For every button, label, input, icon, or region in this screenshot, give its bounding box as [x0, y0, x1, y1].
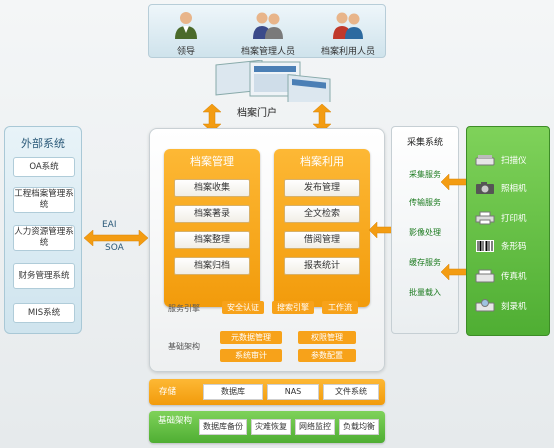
- base-infrastructure-bar: 基础架构 数据库备份 灾难恢复 网络监控 负载均衡: [149, 411, 385, 443]
- people-icon: [333, 12, 363, 39]
- device-label: 照相机: [501, 184, 527, 194]
- collect-item: 批量载入: [409, 288, 441, 297]
- collect-item: 缓存服务: [409, 258, 441, 267]
- arch-tag: 系统审计: [220, 349, 282, 362]
- service-tag: 搜索引擎: [272, 301, 314, 314]
- device-burner: 刻录机: [475, 297, 527, 315]
- double-arrow-icon: [441, 264, 477, 280]
- external-systems-panel: 外部系统 OA系统 工程档案管理系统 人力资源管理系统 财务管理系统 MIS系统: [4, 126, 82, 334]
- panel-title: 外部系统: [21, 137, 65, 150]
- barcode-icon: [476, 240, 494, 252]
- arch-tag: 元数据管理: [220, 331, 282, 344]
- device-barcode: 条形码: [475, 237, 527, 255]
- archive-management-box: 档案管理 档案收集 档案著录 档案整理 档案归档: [164, 149, 260, 307]
- bar-label: 存储: [159, 387, 177, 397]
- soa-label: SOA: [105, 243, 124, 253]
- double-arrow-icon: [369, 222, 403, 238]
- users-panel: 领导 档案管理人员 档案利用人员: [148, 4, 386, 58]
- module-item: 档案整理: [174, 231, 250, 249]
- device-fax: 传真机: [475, 267, 527, 285]
- module-item: 全文检索: [284, 205, 360, 223]
- camera-icon: [476, 182, 494, 194]
- external-system-item: 财务管理系统: [13, 263, 75, 289]
- collect-item: 采集服务: [409, 170, 441, 179]
- user-archive-manager: 档案管理人员: [233, 9, 303, 57]
- module-item: 借阅管理: [284, 231, 360, 249]
- device-printer: 打印机: [475, 209, 527, 227]
- arch-tag: 参数配置: [298, 349, 356, 362]
- storage-item: 文件系统: [323, 384, 379, 400]
- device-scanner: 扫描仪: [475, 151, 527, 169]
- base-item: 灾难恢复: [251, 419, 291, 435]
- user-label: 档案管理人员: [240, 47, 295, 57]
- device-label: 打印机: [501, 214, 527, 224]
- archive-core-panel: 档案管理 档案收集 档案著录 档案整理 档案归档 档案利用 发布管理 全文检索 …: [149, 128, 385, 372]
- device-label: 扫描仪: [501, 156, 527, 166]
- double-arrow-icon: [312, 104, 332, 132]
- storage-bar: 存储 数据库 NAS 文件系统: [149, 379, 385, 405]
- base-arch-label: 基础架构: [168, 342, 200, 351]
- base-item: 网络监控: [295, 419, 335, 435]
- scanner-icon: [475, 155, 495, 166]
- service-tag: 工作流: [322, 301, 358, 314]
- eai-label: EAI: [102, 220, 117, 230]
- double-arrow-icon: [202, 104, 222, 132]
- portal-label: 档案门户: [237, 108, 277, 119]
- panel-title: 采集系统: [406, 138, 443, 148]
- user-label: 领导: [176, 47, 195, 57]
- external-system-item: 工程档案管理系统: [13, 187, 75, 213]
- archive-use-box: 档案利用 发布管理 全文检索 借阅管理 报表统计: [274, 149, 370, 307]
- external-system-item: 人力资源管理系统: [13, 225, 75, 251]
- people-icon: [253, 12, 283, 39]
- storage-item: 数据库: [203, 384, 263, 400]
- external-system-item: OA系统: [13, 157, 75, 177]
- collection-system-panel: 采集系统 采集服务 传输服务 影像处理 缓存服务 批量载入: [391, 126, 459, 334]
- device-label: 条形码: [501, 242, 527, 252]
- module-item: 档案著录: [174, 205, 250, 223]
- fax-icon: [475, 269, 495, 283]
- module-item: 档案收集: [174, 179, 250, 197]
- device-label: 刻录机: [501, 302, 527, 312]
- disc-burner-icon: [475, 299, 495, 312]
- external-system-item: MIS系统: [13, 303, 75, 323]
- box-title: 档案管理: [190, 155, 234, 168]
- service-tag: 安全认证: [222, 301, 264, 314]
- arch-tag: 权限管理: [298, 331, 356, 344]
- bar-label: 基础架构: [157, 416, 192, 426]
- device-label: 传真机: [501, 272, 527, 282]
- printer-icon: [475, 211, 495, 225]
- portal-screens-icon: [215, 60, 331, 102]
- module-item: 报表统计: [284, 257, 360, 275]
- base-item: 负载均衡: [339, 419, 379, 435]
- double-arrow-icon: [84, 230, 148, 246]
- collect-item: 影像处理: [409, 228, 441, 237]
- collect-item: 传输服务: [409, 198, 441, 207]
- storage-item: NAS: [267, 384, 319, 400]
- module-item: 发布管理: [284, 179, 360, 197]
- person-icon: [175, 12, 197, 39]
- module-item: 档案归档: [174, 257, 250, 275]
- devices-panel: 扫描仪 照相机 打印机 条形码 传真机 刻录机: [466, 126, 550, 336]
- double-arrow-icon: [441, 174, 477, 190]
- user-archive-user: 档案利用人员: [313, 9, 383, 57]
- user-leader: 领导: [151, 9, 221, 57]
- device-camera: 照相机: [475, 179, 527, 197]
- user-label: 档案利用人员: [320, 47, 375, 57]
- service-engine-label: 服务引擎: [168, 304, 200, 313]
- box-title: 档案利用: [300, 155, 344, 168]
- base-item: 数据库备份: [199, 419, 247, 435]
